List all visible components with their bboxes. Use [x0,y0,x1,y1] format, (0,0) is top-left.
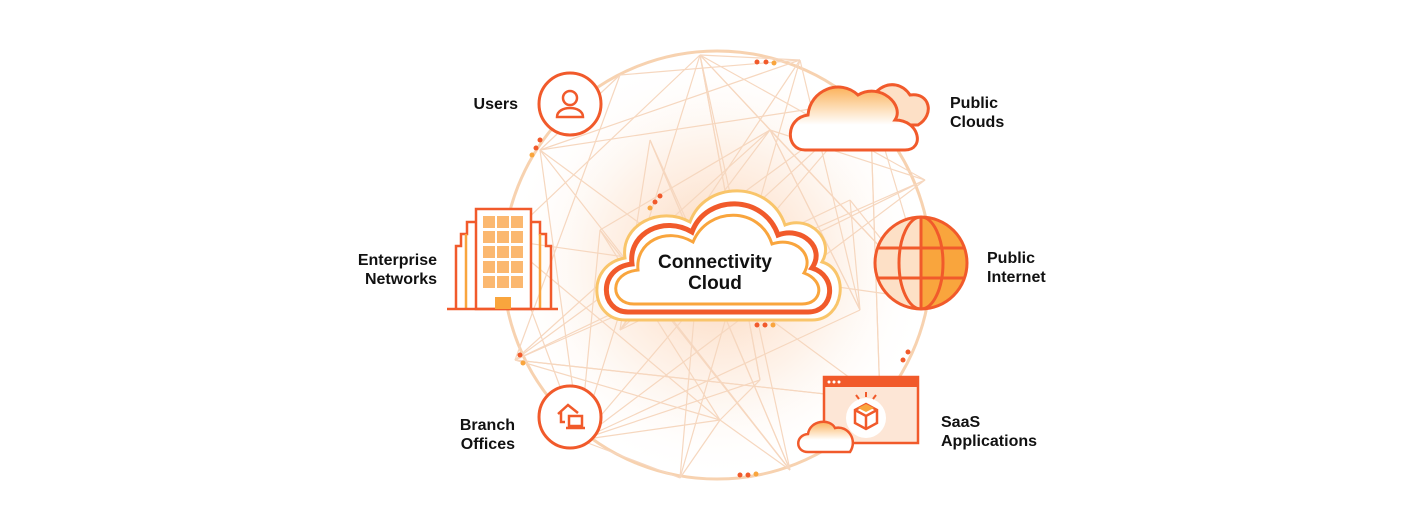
window-pane [511,276,523,288]
connector-dots [517,59,911,478]
public-internet-line1: Public [987,250,1036,267]
public-clouds-line2: Clouds [950,114,1005,131]
saas-applications-label: SaaS Applications [941,413,1037,451]
branch-offices-line2: Offices [460,436,515,453]
mesh-line [679,419,721,479]
enterprise-networks-line2: Networks [364,271,437,288]
saas-applications-line1: SaaS [941,414,981,431]
saas-window-icon [797,375,920,454]
mesh-line [504,54,701,241]
saas-applications-line2: Applications [941,433,1038,450]
branch-offices-label: Branch Offices [460,416,515,454]
public-clouds-icon [788,83,930,152]
building-icon [447,207,558,311]
mesh-line [579,439,681,479]
window-pane [483,231,495,243]
public-clouds-line1: Public [950,95,999,112]
mesh-line [849,199,861,311]
enterprise-networks-label: Enterprise Networks [358,251,437,289]
enterprise-networks-line1: Enterprise [357,252,437,269]
branch-offices-line1: Branch [459,417,515,434]
mesh-line [799,59,861,311]
mesh-line [719,379,761,421]
window-pane [511,231,523,243]
connectivity-cloud-icon [595,189,842,322]
center-label-line1: Connectivity [657,252,773,273]
window-pane [511,216,523,228]
window-pane [483,276,495,288]
users-label-text: Users [473,96,518,113]
window-pane [497,246,509,258]
window-pane [511,261,523,273]
window-pane [483,216,495,228]
globe-icon [873,215,969,311]
window-pane [483,246,495,258]
mesh-line [719,419,791,471]
mesh-line [769,129,861,311]
window-pane [511,246,523,258]
mesh-line [579,379,761,441]
mesh-line [579,309,861,441]
center-label: Connectivity Cloud [620,252,810,294]
window-pane [497,276,509,288]
mesh-line [619,59,801,76]
mesh-line [699,54,801,61]
mesh-line [514,359,881,401]
window-pane [497,216,509,228]
branch-office-icon [537,384,603,450]
public-clouds-label: Public Clouds [950,94,1004,132]
center-label-line2: Cloud [688,273,742,294]
mesh-line [579,419,721,441]
public-internet-line2: Internet [987,269,1046,286]
window-pane [497,231,509,243]
user-icon [537,71,603,137]
window-pane [497,261,509,273]
window-pane [483,261,495,273]
mesh-line [514,359,721,421]
mesh-line [539,59,801,151]
users-label: Users [474,95,518,114]
mesh-line [699,54,771,131]
public-internet-label: Public Internet [987,249,1046,287]
